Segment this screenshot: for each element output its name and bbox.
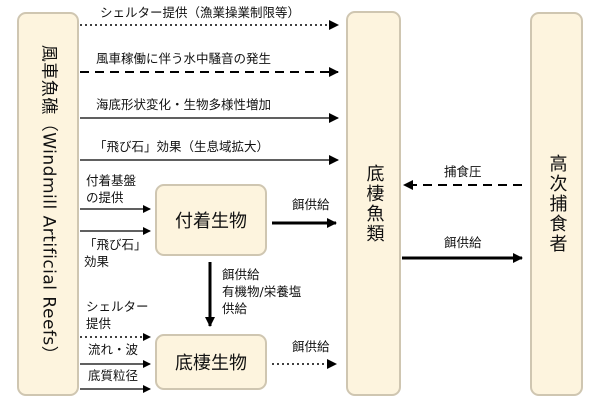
bottom-fish-box: 底棲魚類 — [346, 11, 401, 396]
label-flow-wave: 流れ・波 — [88, 342, 139, 357]
label-attached-to-benthic-line2: 有機物/栄養塩 — [222, 284, 302, 299]
label-seabed: 海底形状変化・生物多様性増加 — [96, 97, 272, 112]
attached-organisms-label: 付着生物 — [175, 211, 247, 232]
label-shelter-small: シェルター 提供 — [86, 298, 149, 332]
label-stepping-stone: 「飛び石」効果（生息域拡大） — [94, 139, 270, 154]
attached-organisms-box: 付着生物 — [155, 184, 267, 256]
bottom-fish-label: 底棲魚類 — [363, 163, 385, 244]
label-substrate-line2: の提供 — [86, 190, 124, 205]
label-sediment: 底質粒径 — [88, 368, 139, 383]
label-feeding-to-predators: 餌供給 — [444, 235, 482, 250]
label-attached-to-benthic: 餌供給 有機物/栄養塩 供給 — [222, 266, 301, 317]
label-stepping-stone-small-line2: 効果 — [84, 254, 110, 269]
label-attached-to-benthic-line1: 餌供給 — [222, 267, 260, 282]
label-predation-pressure: 捕食圧 — [444, 164, 482, 179]
predators-box: 高次捕食者 — [530, 12, 583, 396]
label-stepping-stone-small-line1: 「飛び石」 — [84, 237, 147, 252]
label-benthic-to-fish: 餌供給 — [292, 339, 330, 354]
label-stepping-stone-small: 「飛び石」 効果 — [84, 236, 147, 270]
label-attached-to-fish: 餌供給 — [292, 197, 330, 212]
windmill-reef-label-jp: 風車魚礁 — [38, 44, 59, 115]
benthic-organisms-label: 底棲生物 — [175, 353, 247, 374]
windmill-reef-box: 風車魚礁（Windmill Artificial Reefs） — [17, 12, 79, 396]
predators-label: 高次捕食者 — [546, 154, 568, 254]
windmill-reef-label: 風車魚礁（Windmill Artificial Reefs） — [38, 44, 59, 364]
label-attached-to-benthic-line3: 供給 — [222, 301, 248, 316]
benthic-organisms-box: 底棲生物 — [155, 334, 267, 390]
label-substrate-line1: 付着基盤 — [86, 173, 137, 188]
windmill-reef-label-en: （Windmill Artificial Reefs） — [38, 114, 59, 364]
label-shelter-small-line2: 提供 — [86, 316, 112, 331]
label-shelter-small-line1: シェルター — [86, 299, 149, 314]
label-noise: 風車稼働に伴う水中騒音の発生 — [96, 51, 272, 66]
label-substrate: 付着基盤 の提供 — [86, 172, 136, 206]
label-shelter: シェルター提供（漁業操業制限等） — [100, 5, 301, 20]
